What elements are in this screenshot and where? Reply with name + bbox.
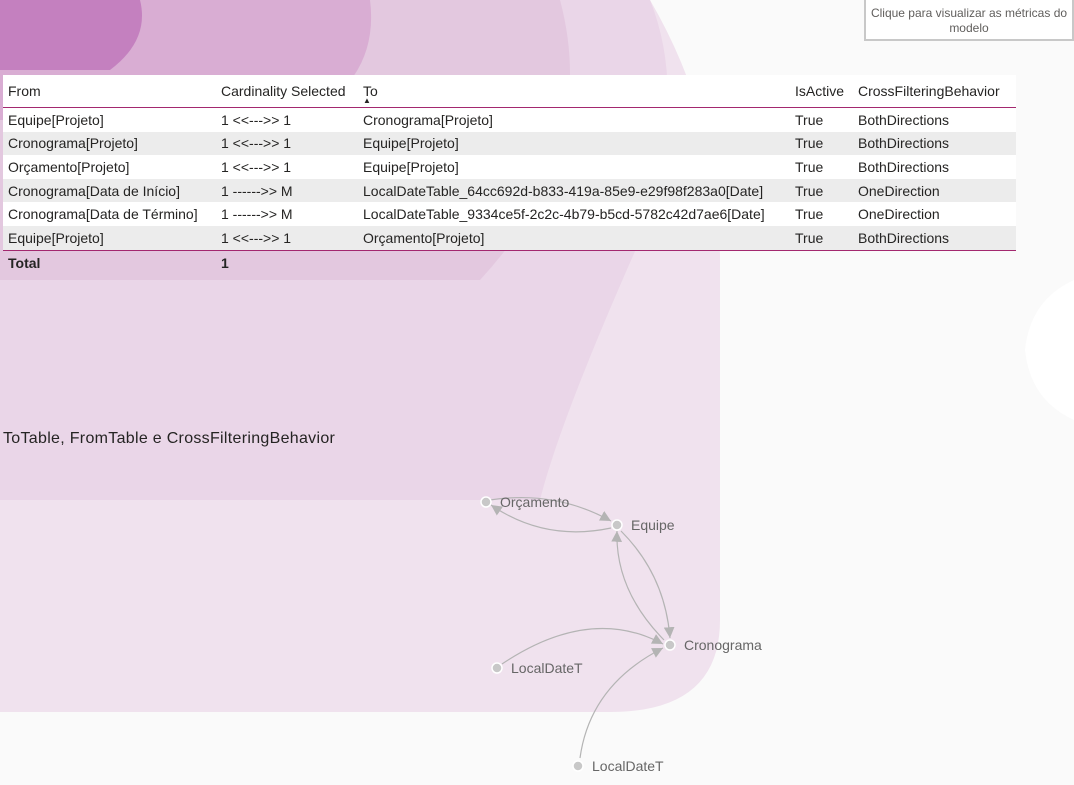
graph-node-cronograma[interactable]: Cronograma bbox=[664, 637, 762, 653]
cell-cardinality: 1 <<--->> 1 bbox=[216, 131, 358, 156]
graph-edge bbox=[611, 530, 665, 641]
graph-node-label: Orçamento bbox=[500, 494, 569, 510]
cell-from: Cronograma[Projeto] bbox=[3, 131, 216, 156]
cell-isactive: True bbox=[790, 155, 853, 179]
cell-cardinality: 1 <<--->> 1 bbox=[216, 155, 358, 179]
graph-node-orcamento[interactable]: Orçamento bbox=[480, 494, 569, 510]
cell-crossfiltering: OneDirection bbox=[853, 178, 1016, 203]
cell-to: Equipe[Projeto] bbox=[358, 155, 790, 179]
cell-isactive: True bbox=[790, 178, 853, 203]
graph-node-dot[interactable] bbox=[664, 639, 676, 651]
graph-edge bbox=[501, 627, 664, 665]
sort-ascending-icon: ▲ bbox=[363, 96, 371, 105]
model-metrics-button[interactable]: Clique para visualizar as métricas do mo… bbox=[864, 0, 1074, 41]
cell-to: Orçamento[Projeto] bbox=[358, 225, 790, 251]
cell-from: Orçamento[Projeto] bbox=[3, 155, 216, 179]
graph-node-dot[interactable] bbox=[611, 519, 623, 531]
cell-from: Cronograma[Data de Término] bbox=[3, 202, 216, 226]
graph-node-label: LocalDateT bbox=[511, 660, 583, 676]
graph-node-dot[interactable] bbox=[491, 662, 503, 674]
graph-node-label: LocalDateT bbox=[592, 758, 664, 774]
cell-to: LocalDateTable_64cc692d-b833-419a-85e9-e… bbox=[358, 178, 790, 203]
graph-edge bbox=[489, 496, 612, 522]
graph-edge bbox=[490, 504, 612, 533]
cell-cardinality: 1 ------>> M bbox=[216, 202, 358, 226]
cell-from: Equipe[Projeto] bbox=[3, 107, 216, 132]
cell-crossfiltering: BothDirections bbox=[853, 155, 1016, 179]
cell-crossfiltering: BothDirections bbox=[853, 131, 1016, 156]
graph-node-dot[interactable] bbox=[480, 496, 492, 508]
cell-from: Equipe[Projeto] bbox=[3, 225, 216, 251]
graph-node-dot[interactable] bbox=[572, 760, 584, 772]
cell-isactive: True bbox=[790, 107, 853, 132]
graph-edge bbox=[579, 647, 664, 759]
column-header-from[interactable]: From bbox=[3, 75, 216, 108]
graph-edge bbox=[620, 530, 675, 639]
graph-node-label: Equipe bbox=[631, 517, 675, 533]
cell-crossfiltering: BothDirections bbox=[853, 107, 1016, 132]
column-header-crossfiltering[interactable]: CrossFilteringBehavior bbox=[853, 75, 1016, 108]
cell-to: LocalDateTable_9334ce5f-2c2c-4b79-b5cd-5… bbox=[358, 202, 790, 226]
cell-from: Cronograma[Data de Início] bbox=[3, 178, 216, 203]
cell-to: Cronograma[Projeto] bbox=[358, 107, 790, 132]
graph-node-label: Cronograma bbox=[684, 637, 762, 653]
cell-isactive: True bbox=[790, 131, 853, 156]
cell-isactive: True bbox=[790, 202, 853, 226]
graph-title: ToTable, FromTable e CrossFilteringBehav… bbox=[3, 430, 336, 447]
total-value: 1 bbox=[221, 254, 229, 271]
graph-node-equipe[interactable]: Equipe bbox=[611, 517, 675, 533]
cell-cardinality: 1 <<--->> 1 bbox=[216, 225, 358, 251]
relationships-table: From Cardinality Selected To▲ IsActive C… bbox=[3, 75, 1016, 275]
cell-isactive: True bbox=[790, 225, 853, 251]
cell-cardinality: 1 <<--->> 1 bbox=[216, 107, 358, 132]
cell-crossfiltering: OneDirection bbox=[853, 202, 1016, 226]
graph-node-localdate2[interactable]: LocalDateT bbox=[572, 758, 664, 774]
column-header-cardinality[interactable]: Cardinality Selected bbox=[216, 75, 358, 108]
cell-to: Equipe[Projeto] bbox=[358, 131, 790, 156]
column-header-isactive[interactable]: IsActive bbox=[790, 75, 853, 108]
cell-cardinality: 1 ------>> M bbox=[216, 178, 358, 203]
column-header-to[interactable]: To▲ bbox=[358, 75, 790, 108]
table-total-row: Total 1 bbox=[3, 250, 1016, 275]
column-header-to-label: To bbox=[363, 83, 378, 99]
total-label: Total bbox=[8, 254, 41, 271]
graph-node-localdate1[interactable]: LocalDateT bbox=[491, 660, 583, 676]
cell-crossfiltering: BothDirections bbox=[853, 225, 1016, 251]
table-header-row: From Cardinality Selected To▲ IsActive C… bbox=[3, 75, 1016, 108]
